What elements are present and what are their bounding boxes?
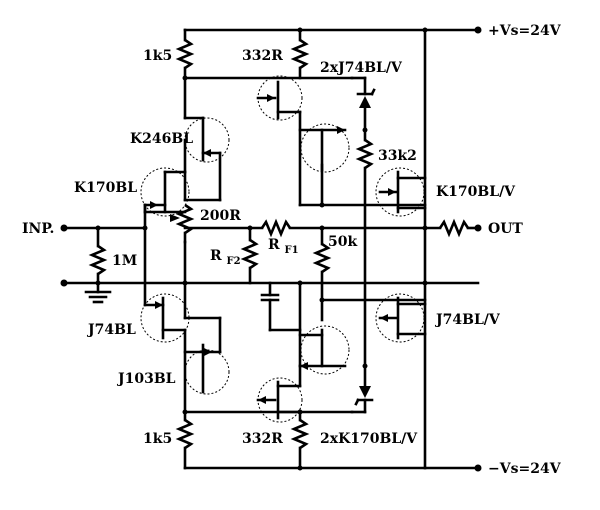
negative-supply-rail [423,464,482,472]
input-label: INP. [22,221,54,237]
transistor-pair-2xj74blv-label: 2xJ74BL/V [320,60,403,76]
transistor-j74blv-label: J74BL/V [434,312,501,328]
positive-supply-label: +Vs=24V [488,23,562,39]
trimmer-200r-label: 200R [200,208,241,224]
transistor-k170blv-label: K170BL/V [436,184,516,200]
resistor-rf2-label: R F2 [210,248,241,267]
resistor-332r-bottom [290,410,310,470]
resistor-1k5-top [175,28,195,80]
resistor-rf2 [240,226,260,285]
resistor-rf1-main: R [268,237,280,253]
resistor-1k5-top-label: 1k5 [143,48,172,64]
resistor-50k [312,226,332,285]
transistor-j74blv-output [375,293,427,343]
transistor-j74bl-label: J74BL [86,322,136,338]
resistor-1k5-bottom-label: 1k5 [143,431,172,447]
transistor-pair-2xk170blv-label: 2xK170BL/V [320,431,418,447]
transistor-j103bl-label: J103BL [116,371,176,387]
resistor-33k2-label: 33k2 [378,148,417,164]
resistor-50k-label: 50k [328,234,357,250]
zener-diode-bottom [354,364,374,414]
transistor-pair-2xj74blv [256,75,350,207]
resistor-rf2-main: R [210,248,222,264]
resistor-rf1-sub: F1 [285,245,299,256]
transistor-k170bl-label: K170BL [74,180,137,196]
resistor-332r-top-label: 332R [242,48,283,64]
transistor-k170bl [140,138,222,217]
zener-diode-top [356,76,376,132]
trimmer-200r [143,203,195,244]
transistor-j103bl [183,328,230,414]
resistor-332r-bottom-label: 332R [242,431,283,447]
output-resistor [438,218,480,238]
ground-symbol [84,290,112,304]
transistor-k246bl-label: K246BL [130,131,193,147]
resistor-1m-label: 1M [112,253,137,269]
transistor-pair-2xk170blv [256,325,350,423]
resistor-332r-top [290,28,310,80]
transistor-k246bl [183,76,230,202]
input-terminal[interactable] [60,224,147,232]
transistor-j74bl [140,293,222,354]
transistor-k170blv-output [375,167,427,217]
positive-supply-rail [183,26,482,34]
capacitor [260,281,302,332]
resistor-rf2-sub: F2 [227,256,241,267]
output-terminal[interactable] [474,224,482,232]
output-label: OUT [488,221,523,237]
resistor-rf1-label: R F1 [268,237,299,256]
negative-supply-label: −Vs=24V [488,461,562,477]
resistor-33k2 [355,128,375,368]
